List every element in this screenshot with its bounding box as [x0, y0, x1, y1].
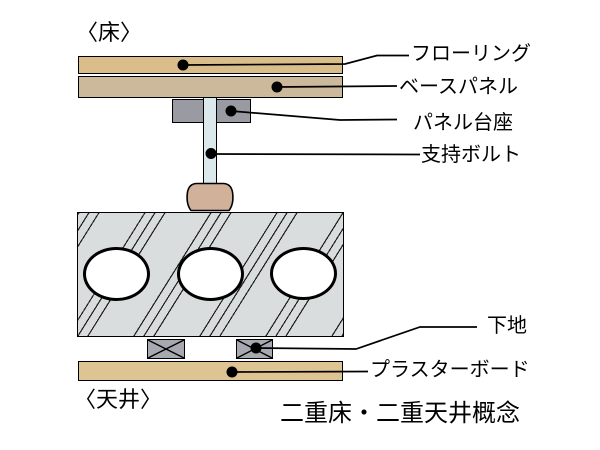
callout-label-panel-pedestal: パネル台座 — [413, 112, 513, 134]
leader-support-bolt — [210, 153, 421, 156]
callout-label-flooring: フローリング — [411, 43, 531, 65]
flooring-layer — [78, 56, 343, 74]
support-bolt-foot — [186, 182, 234, 212]
substrate-block — [236, 339, 273, 359]
callout-label-plasterboard: プラスターボード — [370, 359, 530, 381]
plasterboard-layer — [78, 361, 343, 381]
floor-section-label: 〈床〉 — [76, 20, 143, 45]
leader-pedestal — [230, 110, 398, 121]
diagram-caption: 二重床・二重天井概念 — [280, 401, 520, 427]
support-bolt-shaft — [203, 98, 217, 186]
callout-label-base-panel: ベースパネル — [399, 76, 518, 98]
slab-void-oval — [177, 247, 244, 301]
substrate-block — [147, 339, 185, 359]
slab-void-oval — [83, 247, 150, 301]
ceiling-section-label: 〈天井〉 — [74, 387, 163, 412]
slab-void-oval — [270, 247, 337, 300]
base-panel-layer — [78, 76, 343, 98]
callout-label-substrate: 下地 — [487, 315, 527, 337]
callout-label-support-bolt: 支持ボルト — [421, 144, 521, 166]
